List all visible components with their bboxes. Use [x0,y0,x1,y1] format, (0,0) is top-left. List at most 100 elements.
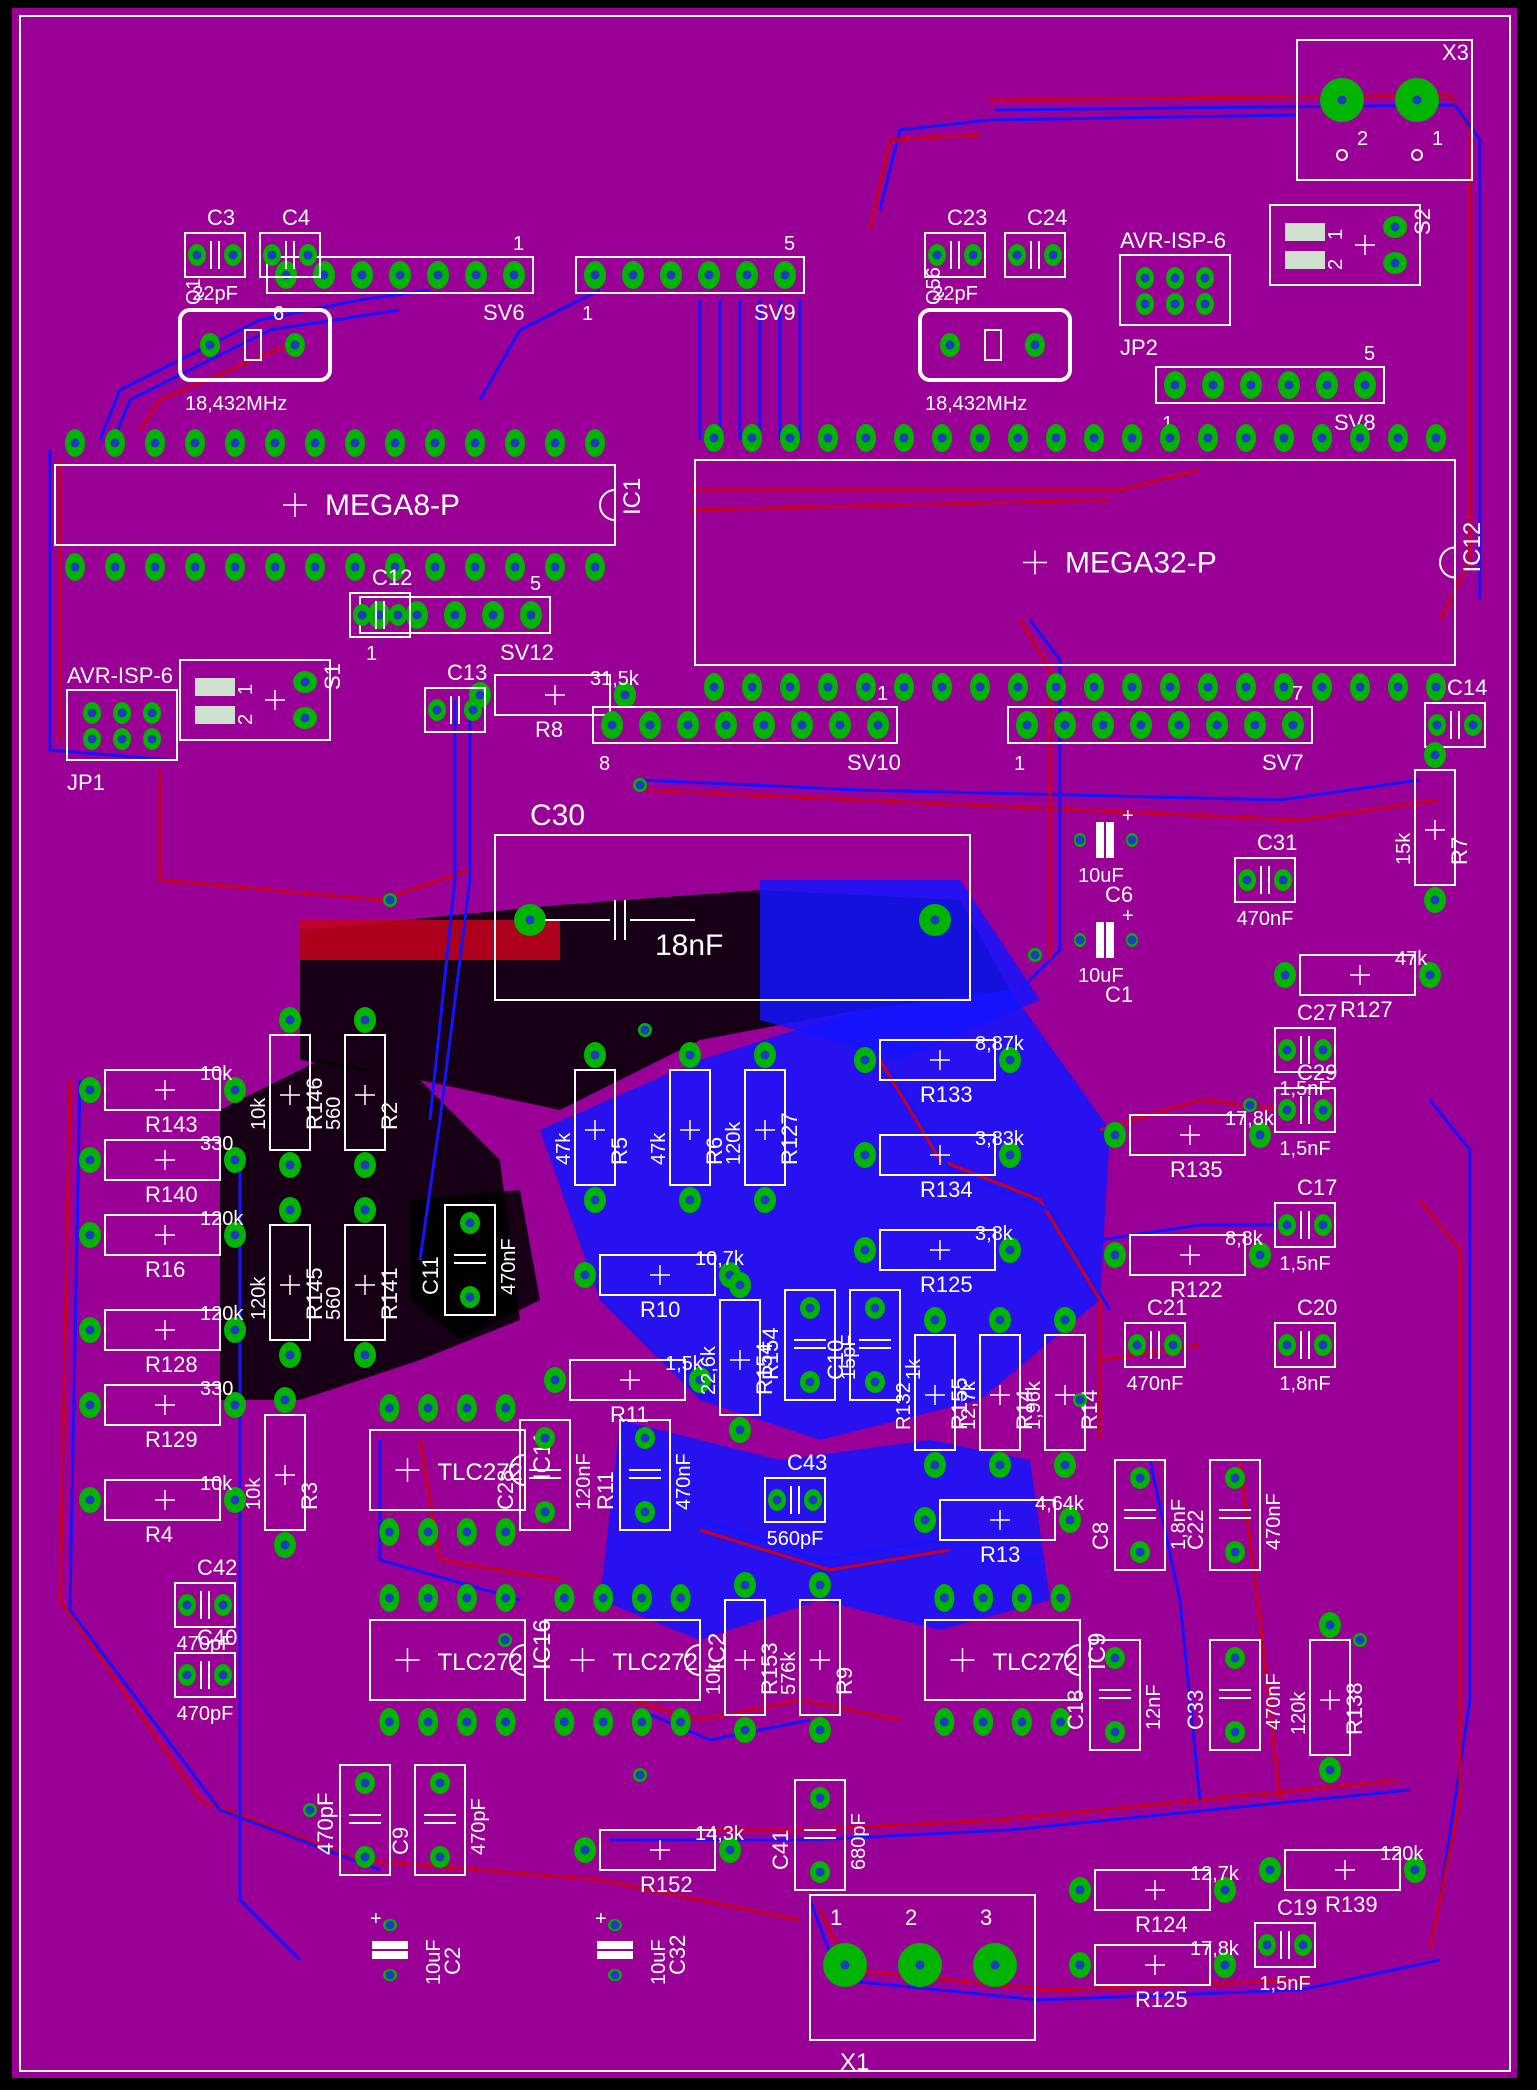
drill-hole [285,1205,295,1215]
drill-hole [285,1015,295,1025]
drill-hole [85,1230,95,1240]
resistor-body [1414,769,1456,886]
capacitor-ref: C31 [1257,830,1297,855]
component-c4[interactable]: C4 [259,205,321,278]
capacitor-ref: C20 [1297,1295,1337,1320]
component-c24[interactable]: C24 [1004,205,1067,278]
drill-hole [468,705,478,715]
capacitor-symbol [200,1661,210,1689]
component-c12[interactable]: C12 [349,565,412,638]
resistor-value: 120k [723,1121,745,1165]
component-c13[interactable]: C13 [424,660,487,733]
ic-notch [684,1644,701,1676]
component-c7[interactable]: 470pF [313,1764,391,1876]
switch-lever [1285,251,1325,269]
component-c14[interactable]: C14 [1424,675,1487,748]
drill-hole [192,250,202,260]
resistor-body [1299,954,1416,996]
